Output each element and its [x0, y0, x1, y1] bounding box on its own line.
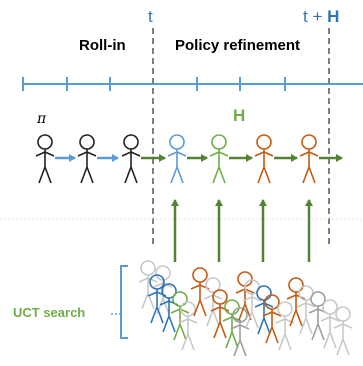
bracket-icon: [120, 265, 128, 339]
uct-search-crowd: [138, 260, 353, 357]
refinement-agent: [167, 134, 187, 184]
roll-in-agent: [77, 134, 97, 184]
t-plus-h-label: t + H: [303, 8, 339, 25]
h-top-text: H: [327, 7, 340, 26]
t-plus-text: t +: [303, 7, 328, 26]
timeline-axis: [22, 77, 363, 91]
refinement-agent: [209, 134, 229, 184]
uct-search-label: UCT search: [13, 305, 86, 320]
roll-in-label: Roll-in: [79, 37, 126, 54]
t-label: t: [148, 7, 153, 26]
h-mid-label: H: [233, 106, 246, 125]
policy-refinement-label: Policy refinement: [175, 37, 301, 54]
roll-in-agent: [35, 134, 55, 184]
refinement-agent: [254, 134, 274, 184]
roll-in-agent: [121, 134, 141, 184]
refinement-agent: [299, 134, 319, 184]
pi-label: π: [37, 111, 47, 127]
